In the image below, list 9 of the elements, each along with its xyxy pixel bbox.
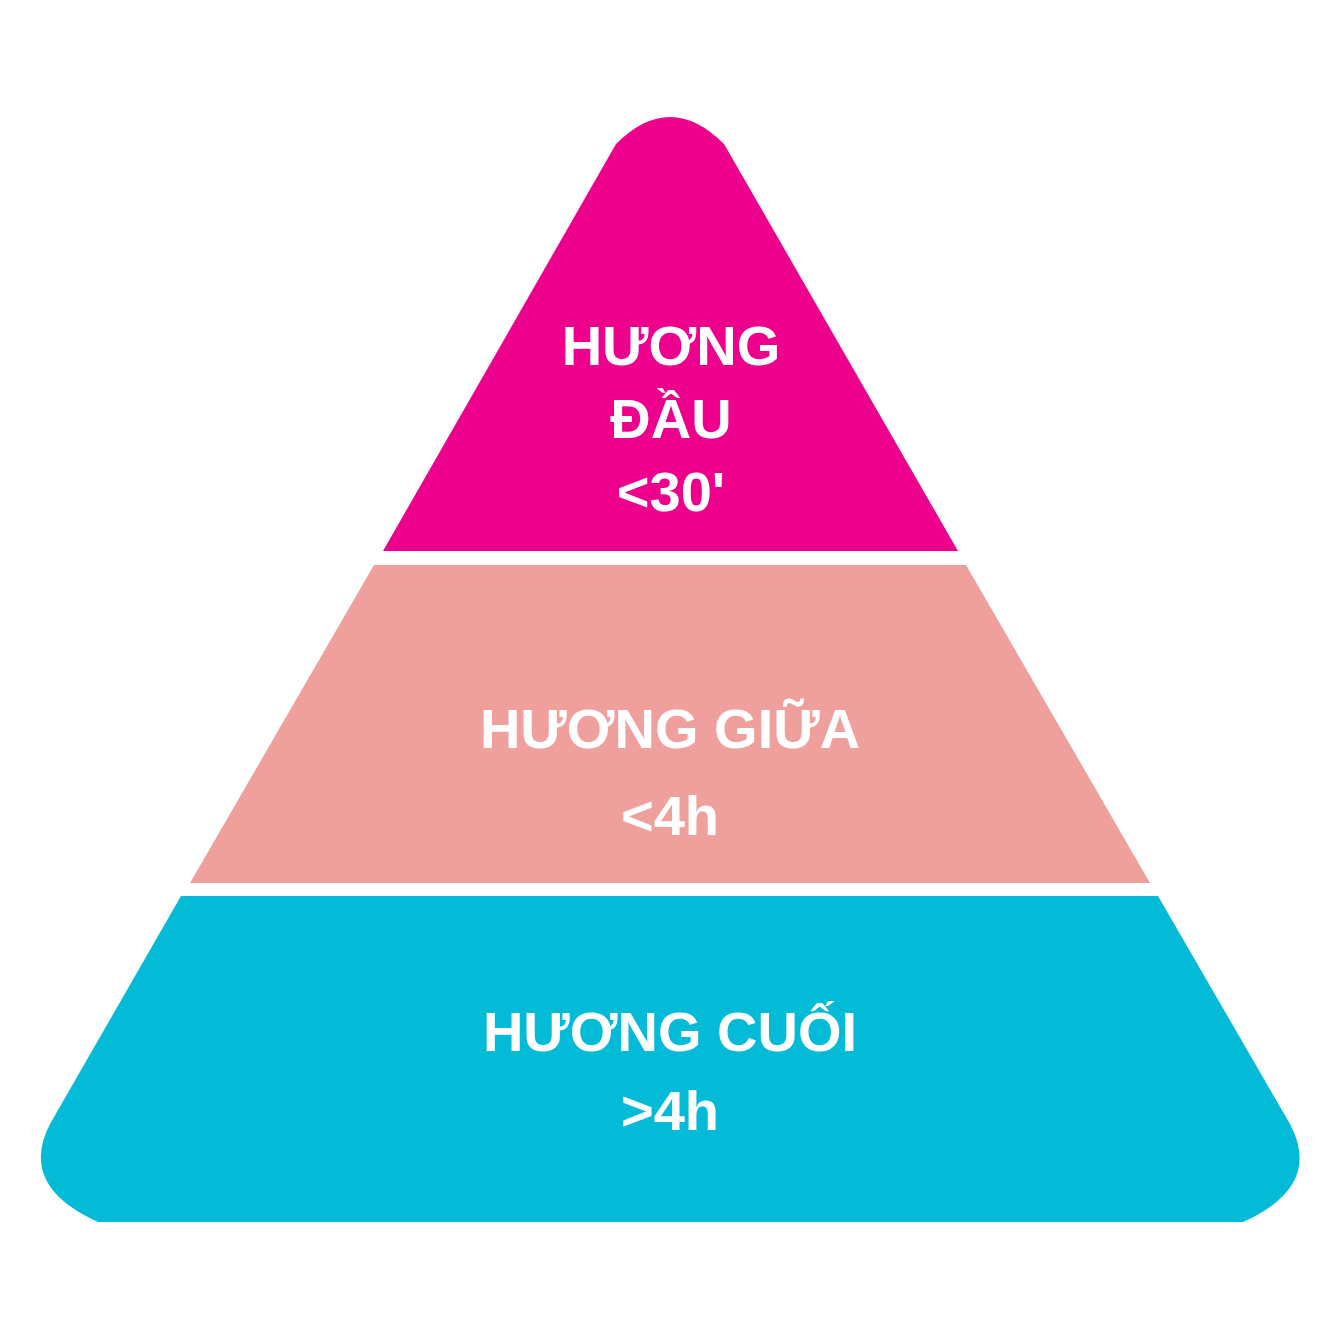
tier-title: HƯƠNG GIỮA	[479, 696, 861, 762]
duration-text: <30'	[616, 458, 726, 525]
pyramid-tier	[383, 117, 958, 551]
tier-title: HƯƠNG ĐẦU	[560, 313, 782, 452]
pyramid-tier	[190, 565, 1150, 883]
duration-text: >4h	[620, 1077, 720, 1144]
tier-title: HƯƠNG CUỐI	[482, 999, 858, 1065]
duration-text: <4h	[620, 782, 720, 849]
pyramid-tier	[41, 896, 1300, 1222]
